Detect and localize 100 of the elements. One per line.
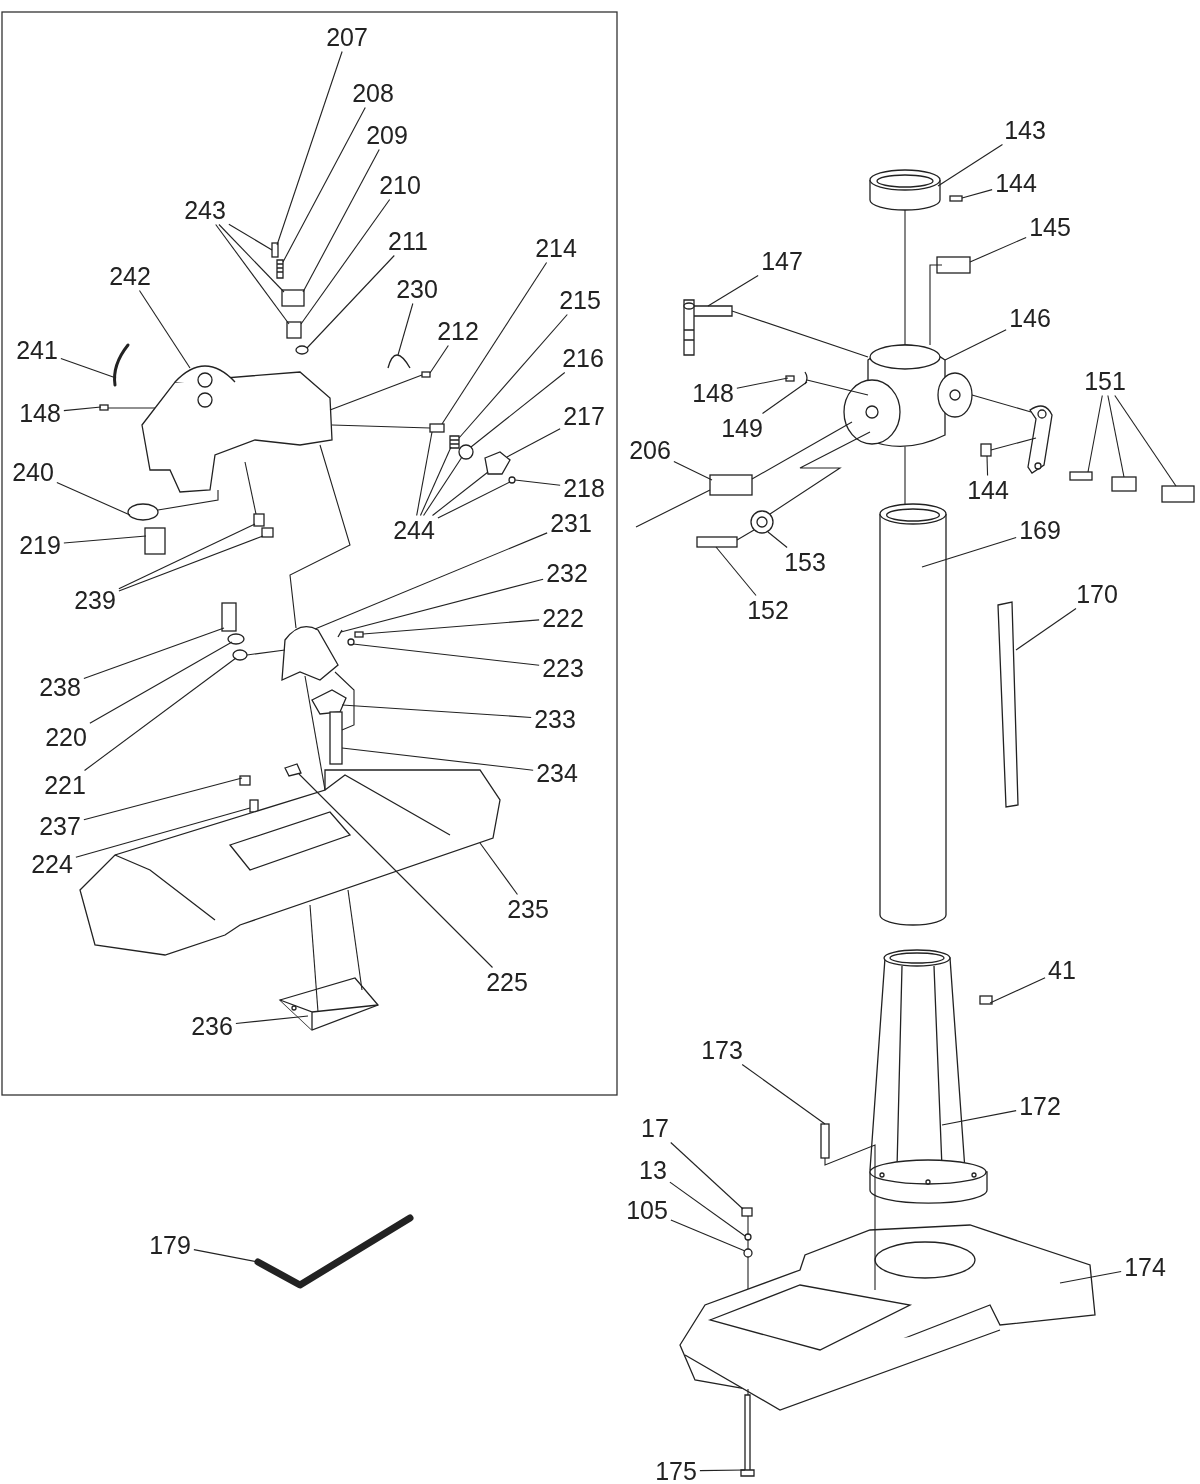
leader-line (83, 777, 243, 821)
leader-line (298, 773, 494, 969)
assembly-line (904, 209, 906, 346)
pin-drawing (696, 536, 738, 548)
spring-drawing (449, 435, 460, 449)
bolt-drawing (329, 711, 343, 765)
plunger-drawing (429, 423, 445, 433)
leader-line (419, 446, 452, 517)
leader-line (670, 1219, 746, 1252)
leader-line (961, 189, 993, 199)
pin-drawing (1069, 471, 1093, 481)
assembly-line (824, 1144, 876, 1291)
nut-drawing (261, 527, 274, 538)
callout-number: 153 (782, 548, 828, 576)
knob-drawing (281, 289, 305, 307)
callout-number: 175 (653, 1457, 699, 1484)
callout-number: 149 (719, 414, 765, 442)
leader-line (1059, 1270, 1122, 1284)
leader-line (235, 1015, 309, 1025)
callout-number: 144 (965, 476, 1011, 504)
knob-drawing (1161, 485, 1195, 503)
leader-line (944, 329, 1007, 361)
leader-line (282, 106, 366, 263)
callout-number: 170 (1074, 580, 1120, 608)
leader-line (416, 431, 433, 517)
lever-drawing (311, 689, 347, 715)
tube-drawing (113, 343, 130, 387)
leader-line (118, 535, 264, 592)
callout-number: 219 (17, 531, 63, 559)
leader-line (341, 704, 532, 718)
leader-line (986, 455, 989, 477)
set-screw-drawing (980, 443, 992, 457)
bolt-drawing (221, 602, 237, 632)
callout-number: 148 (17, 399, 63, 427)
leader-line (1087, 394, 1103, 473)
assembly-line (289, 444, 351, 629)
washer-drawing (127, 503, 159, 521)
leader-line (75, 807, 251, 858)
table-bracket-drawing (141, 365, 333, 493)
screw-drawing (421, 371, 431, 378)
callout-number: 146 (1007, 304, 1053, 332)
assembly-line (157, 489, 219, 511)
gear-drawing (750, 510, 774, 534)
leader-line (969, 236, 1027, 263)
callout-number: 224 (29, 850, 75, 878)
pin-drawing (785, 375, 795, 382)
leader-line (63, 406, 102, 412)
assembly-line (751, 421, 853, 480)
screw-drawing (284, 763, 302, 777)
leader-line (276, 50, 343, 246)
nut-drawing (741, 1207, 753, 1217)
knob-drawing (484, 451, 511, 475)
leader-line (673, 461, 713, 481)
assembly-line (769, 431, 871, 515)
bolt-drawing (820, 1123, 830, 1159)
handle-drawing (683, 299, 733, 356)
clip-drawing (804, 371, 808, 385)
leader-line (218, 223, 285, 293)
callout-number: 145 (1027, 213, 1073, 241)
callout-number: 41 (1046, 956, 1078, 984)
callout-number: 105 (624, 1196, 670, 1224)
leader-line (83, 627, 225, 679)
nut-drawing (286, 321, 302, 339)
washer-drawing (232, 649, 248, 661)
callout-number: 208 (350, 79, 396, 107)
leader-line (506, 428, 561, 458)
callout-number: 234 (534, 759, 580, 787)
callout-number: 223 (540, 654, 586, 682)
leader-line (431, 471, 489, 517)
assembly-line (731, 310, 869, 358)
leader-line (422, 456, 463, 517)
callout-number: 241 (14, 336, 60, 364)
callout-number: 238 (37, 673, 83, 701)
clip-drawing (387, 354, 411, 369)
leader-line (56, 482, 131, 516)
leader-line (479, 842, 518, 896)
set-screw-drawing (949, 195, 963, 202)
callout-number: 218 (561, 474, 607, 502)
washer-drawing (458, 444, 474, 460)
bushing-drawing (249, 799, 259, 813)
callout-number: 232 (544, 559, 590, 587)
callout-number: 209 (364, 121, 410, 149)
leader-line (352, 643, 540, 666)
leader-line (340, 578, 544, 633)
trunnion-drawing (281, 626, 339, 681)
leader-line (397, 302, 414, 356)
callout-number: 237 (37, 812, 83, 840)
sleeve-drawing (709, 474, 753, 496)
assembly-line (347, 889, 363, 991)
leader-line (193, 1249, 259, 1263)
assembly-line (309, 904, 319, 1013)
nut-drawing (253, 513, 265, 527)
washer-drawing (744, 1233, 752, 1241)
callout-number: 235 (505, 895, 551, 923)
callout-number: 242 (107, 262, 153, 290)
assembly-line (107, 407, 156, 409)
assembly-line (334, 671, 355, 731)
assembly-line (331, 424, 431, 429)
leader-line (341, 747, 534, 771)
assembly-line (736, 529, 755, 541)
